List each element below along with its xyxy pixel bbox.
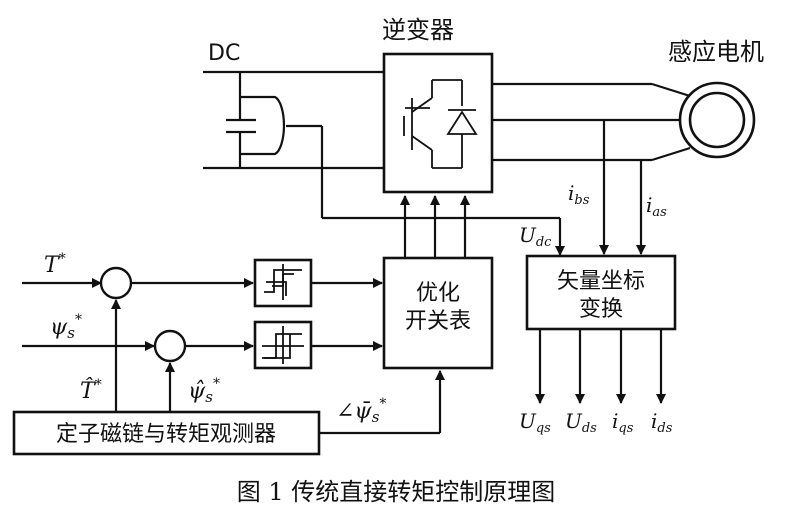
phase-lines — [492, 82, 691, 162]
optimal-switch-table-block — [382, 256, 494, 370]
two-level-hysteresis-icon — [262, 326, 304, 364]
coordinate-transform-block — [525, 254, 677, 331]
diode-symbol — [446, 80, 478, 168]
flux-torque-observer-block — [12, 410, 321, 456]
dc-voltage-sensor — [240, 95, 286, 156]
dc-bus — [203, 70, 565, 256]
i-as-label: ias — [646, 193, 667, 220]
output-u-ds: Uds — [565, 409, 597, 436]
dc-label: DC — [208, 41, 240, 66]
coordinate-transform-label-2: 变换 — [579, 297, 623, 322]
three-level-hysteresis-icon — [264, 264, 302, 300]
switch-table-label-1: 优化 — [416, 281, 460, 306]
output-i-ds: ids — [651, 409, 673, 436]
motor-label: 感应电机 — [668, 38, 764, 66]
inverter-label: 逆变器 — [382, 16, 454, 44]
torque-ref-label: T* — [44, 251, 66, 278]
figure-caption: 图 1 传统直接转矩控制原理图 — [237, 478, 556, 506]
observer-label: 定子磁链与转矩观测器 — [56, 422, 276, 447]
output-i-qs: iqs — [612, 409, 634, 436]
flux-comparator — [153, 329, 187, 363]
inverter-block — [382, 52, 494, 194]
flux-est-label: ψ̂s* — [188, 376, 220, 406]
torque-est-label: T̂* — [80, 377, 102, 404]
i-bs-label: ibs — [568, 181, 590, 208]
flux-ref-label: ψs* — [50, 312, 82, 342]
induction-motor — [678, 81, 756, 159]
switch-table-label-2: 开关表 — [405, 309, 471, 334]
u-dc-label: Udc — [519, 223, 552, 250]
output-u-qs: Uqs — [519, 409, 551, 436]
coordinate-transform-label-1: 矢量坐标 — [557, 269, 645, 294]
flux-angle-label: ∠ψ̄s* — [336, 396, 386, 426]
igbt-symbol — [403, 79, 462, 169]
torque-comparator — [99, 266, 133, 300]
